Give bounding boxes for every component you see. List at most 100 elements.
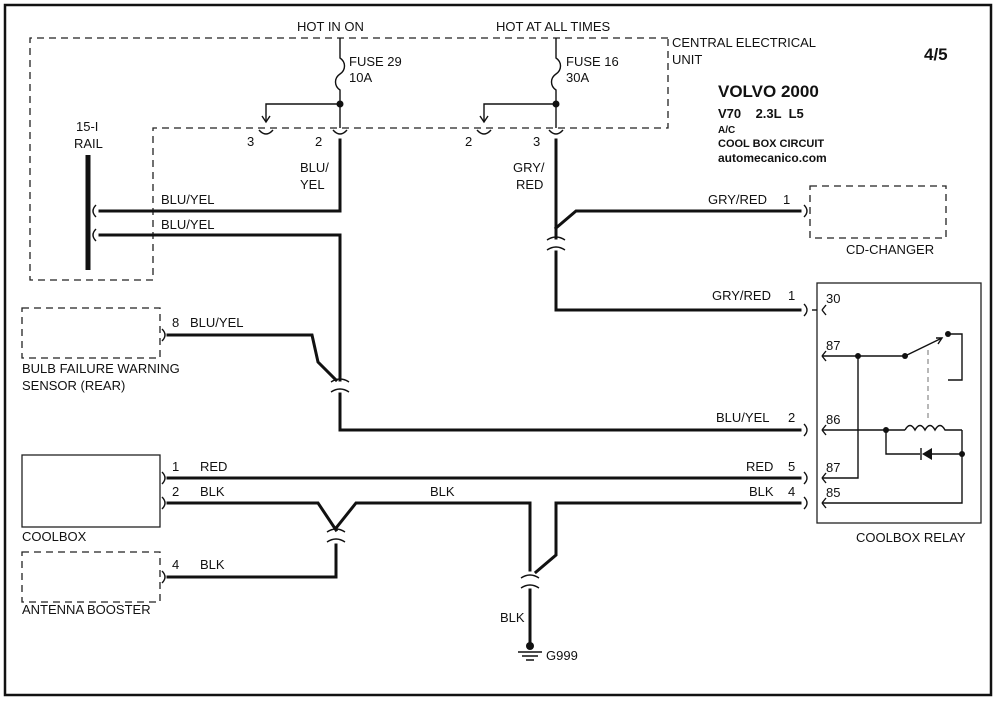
vehicle-model: V70 2.3L L5 <box>718 106 804 121</box>
wire-label-blk-antenna: BLK <box>200 557 225 572</box>
coolbox-label: COOLBOX <box>22 529 87 544</box>
pin-2b: 2 <box>465 134 472 149</box>
relay-connector-30 <box>803 303 808 317</box>
bulb-sensor-connector <box>161 328 166 342</box>
wire-blu-yel-rail <box>98 138 342 213</box>
wire-label-blu-yel-relay: BLU/YEL <box>716 410 769 425</box>
wire-label-gry-red-a2: RED <box>516 177 543 192</box>
wire-blu-yel-relay <box>338 392 802 432</box>
fuse29-name: FUSE 29 <box>349 54 402 69</box>
hot-in-on-label: HOT IN ON <box>297 19 364 34</box>
system-label: A/C <box>718 125 735 136</box>
cd-changer-box <box>809 185 947 239</box>
fuse16-symbol <box>550 38 562 104</box>
pin-3b: 3 <box>533 134 540 149</box>
relay-connector-85 <box>803 496 808 510</box>
rail-connector-1 <box>92 204 97 218</box>
pin-coolbox-2: 2 <box>172 484 179 499</box>
cd-changer-label: CD-CHANGER <box>846 242 934 257</box>
wire-blk-relay <box>533 501 802 575</box>
wire-label-blk-left: BLK <box>200 484 225 499</box>
coolbox-box <box>21 454 161 528</box>
hot-at-all-times-label: HOT AT ALL TIMES <box>496 19 610 34</box>
fuse29-branch-arrow <box>261 115 271 124</box>
fuse16-name: FUSE 16 <box>566 54 619 69</box>
fuse29-branch <box>265 103 340 122</box>
rail-label-1: 15-I <box>76 119 98 134</box>
relay-term-85: 85 <box>826 485 840 500</box>
vehicle-title: VOLVO 2000 <box>718 82 819 101</box>
cec-connector-3a <box>258 129 274 135</box>
wire-blk-antenna <box>166 543 338 579</box>
circuit-label: COOL BOX CIRCUIT <box>718 138 824 150</box>
pin-relay-4: 4 <box>788 484 795 499</box>
wire-label-blu-yel-top: BLU/YEL <box>161 192 214 207</box>
diagram-frame <box>3 3 993 697</box>
cec-connector-3b <box>548 129 564 135</box>
cec-connector-2b <box>476 129 492 135</box>
pin-relay-1: 1 <box>788 288 795 303</box>
rail-connector-2 <box>92 228 97 242</box>
splice-connector-bulb <box>330 378 350 393</box>
ground-node <box>526 642 534 650</box>
antenna-connector <box>161 570 166 584</box>
source-label: automecanico.com <box>718 151 827 165</box>
pin-antenna-4: 4 <box>172 557 179 572</box>
bulb-failure-sensor-box <box>21 307 161 359</box>
relay-connector-86 <box>803 423 808 437</box>
relay-connector-87 <box>803 471 808 485</box>
pin-3a: 3 <box>247 134 254 149</box>
relay-term-86: 86 <box>826 412 840 427</box>
wire-blu-yel-bulb <box>166 333 339 383</box>
wire-label-red-left: RED <box>200 459 227 474</box>
splice-connector-gry-red <box>546 236 566 251</box>
wire-label-blk-mid: BLK <box>430 484 455 499</box>
pin-relay-5: 5 <box>788 459 795 474</box>
wire-label-blk-right: BLK <box>749 484 774 499</box>
coolbox-relay-label: COOLBOX RELAY <box>856 530 966 545</box>
bulb-sensor-label-2: SENSOR (REAR) <box>22 378 125 393</box>
relay-term-30: 30 <box>826 291 840 306</box>
cd-changer-connector <box>803 204 808 218</box>
ground-label: G999 <box>546 648 578 663</box>
relay-term-87b: 87 <box>826 460 840 475</box>
ground-icon <box>518 651 542 661</box>
wire-label-red-right: RED <box>746 459 773 474</box>
wire-blk-coolbox <box>166 501 339 533</box>
wire-label-gry-red-relay: GRY/RED <box>712 288 771 303</box>
cec-label-1: CENTRAL ELECTRICAL <box>672 35 816 50</box>
relay-internals <box>812 304 965 509</box>
splice-connector-blk-ground <box>520 574 540 589</box>
wire-label-gry-red-a1: GRY/ <box>513 160 545 175</box>
pin-2a: 2 <box>315 134 322 149</box>
antenna-booster-label: ANTENNA BOOSTER <box>22 602 151 617</box>
pin-coolbox-1: 1 <box>172 459 179 474</box>
page-number: 4/5 <box>924 45 948 64</box>
wire-label-blu-yel-second: BLU/YEL <box>161 217 214 232</box>
bulb-sensor-label-1: BULB FAILURE WARNING <box>22 361 180 376</box>
pin-bulb-8: 8 <box>172 315 179 330</box>
wire-label-blk-ground: BLK <box>500 610 525 625</box>
pin-cd-1: 1 <box>783 192 790 207</box>
pin-relay-2: 2 <box>788 410 795 425</box>
central-electrical-unit-outline <box>29 37 669 281</box>
wire-gry-red-cd <box>553 209 802 231</box>
cec-label-2: UNIT <box>672 52 702 67</box>
rail-label-2: RAIL <box>74 136 103 151</box>
coolbox-connector-2 <box>161 496 166 510</box>
coolbox-relay-box <box>816 282 982 524</box>
fuse16-rating: 30A <box>566 70 589 85</box>
wire-gry-red-relay <box>554 250 802 312</box>
fuse29-symbol <box>334 38 346 104</box>
fuse29-rating: 10A <box>349 70 372 85</box>
fuse16-branch <box>483 103 556 122</box>
wire-blu-yel-rail-2 <box>98 233 342 382</box>
fuse16-branch-arrow <box>479 115 489 124</box>
coolbox-connector-1 <box>161 471 166 485</box>
wire-label-gry-red-cd: GRY/RED <box>708 192 767 207</box>
relay-term-87a: 87 <box>826 338 840 353</box>
cec-connector-2a <box>332 129 348 135</box>
antenna-booster-box <box>21 551 161 603</box>
wire-blk-mid <box>333 501 532 572</box>
wire-label-blu-yel-bulb: BLU/YEL <box>190 315 243 330</box>
